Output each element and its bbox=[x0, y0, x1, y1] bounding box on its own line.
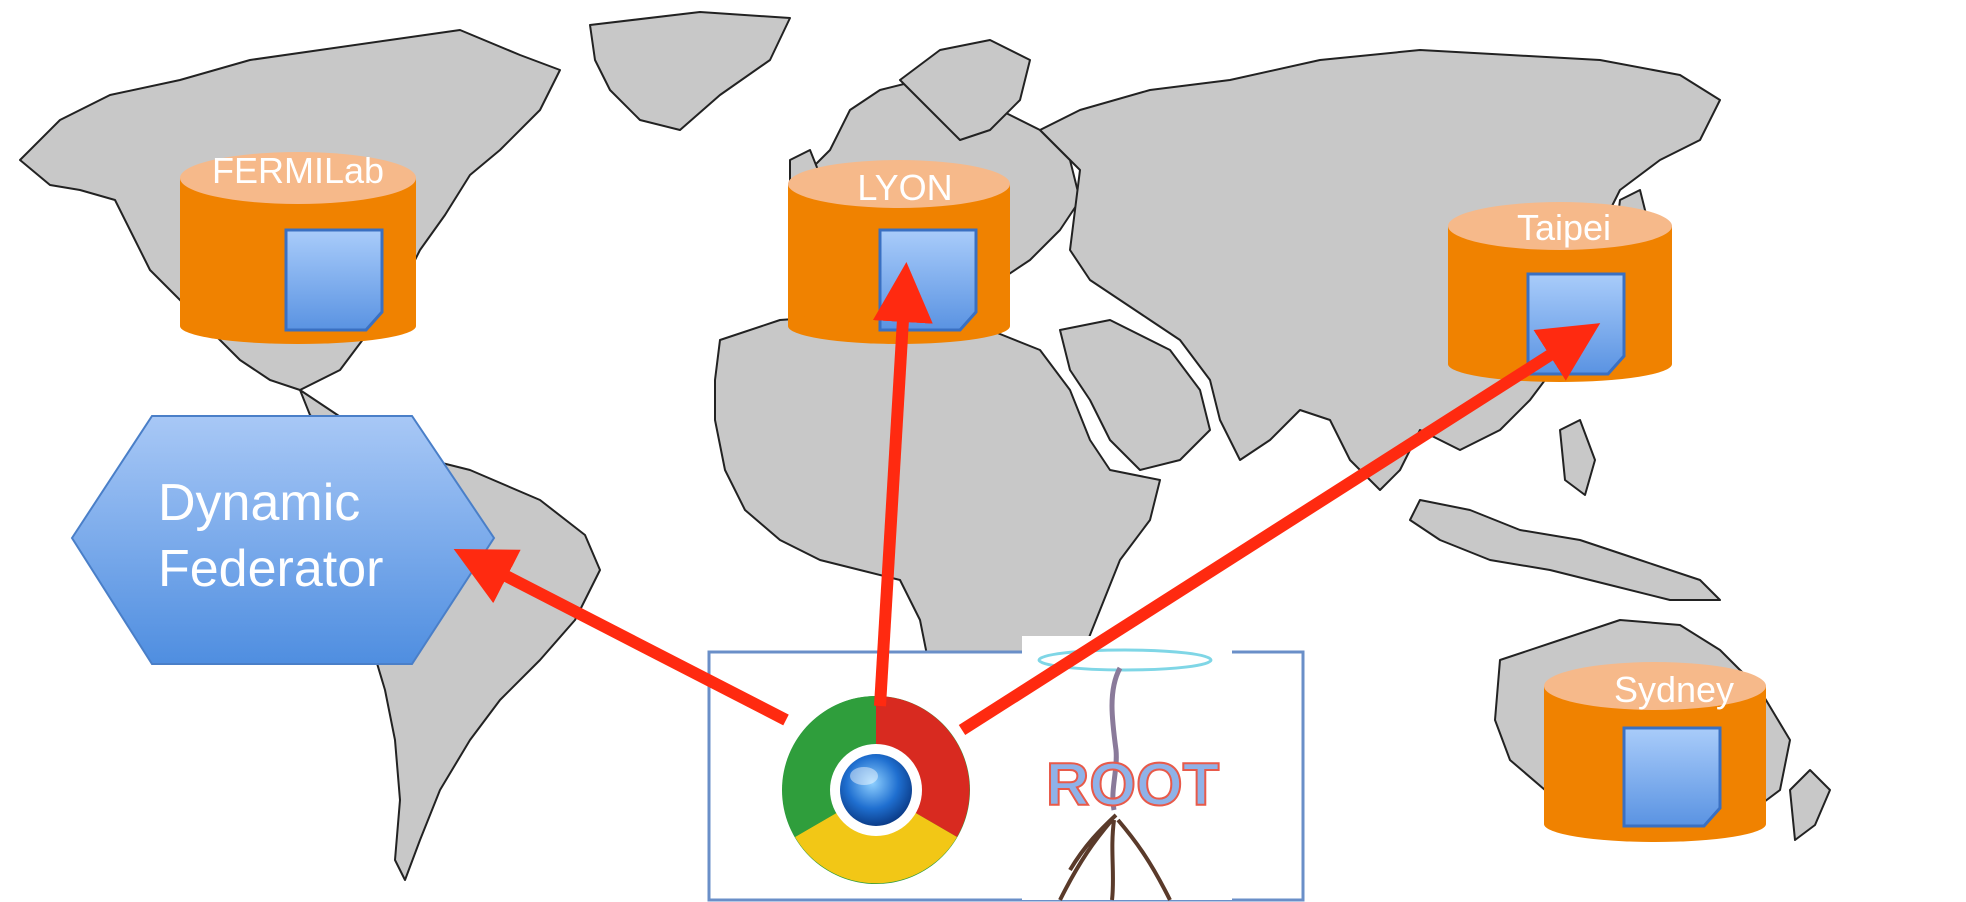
root-logo-background bbox=[1022, 636, 1232, 900]
storage-cylinder-top bbox=[788, 160, 1010, 208]
indonesia-landmass bbox=[1409, 499, 1721, 601]
storage-cylinder-top bbox=[1544, 662, 1766, 710]
arrow-to-taipei bbox=[958, 323, 1601, 736]
site-label-taipei: Taipei bbox=[1517, 207, 1611, 248]
site-taipei: Taipei bbox=[1448, 202, 1672, 382]
site-label-sydney: Sydney bbox=[1614, 669, 1734, 710]
greenland-landmass bbox=[589, 11, 791, 131]
root-logo-figure bbox=[1109, 666, 1123, 811]
federator-label-line1: Dynamic bbox=[158, 474, 360, 532]
asia-landmass bbox=[1039, 49, 1721, 491]
federator-label-line2: Federator bbox=[158, 540, 383, 598]
file-icon bbox=[1622, 726, 1722, 828]
site-label-fermilab: FERMILab bbox=[212, 150, 384, 191]
storage-cylinder-top bbox=[180, 152, 416, 204]
root-logo: ROOT bbox=[1022, 636, 1232, 901]
file-icon bbox=[878, 228, 978, 332]
client-box: ROOT bbox=[707, 636, 1305, 902]
root-logo-roots bbox=[1058, 813, 1172, 901]
federator-hexagon bbox=[70, 415, 496, 665]
root-logo-halo bbox=[1037, 648, 1213, 672]
arabia-landmass bbox=[1059, 319, 1211, 471]
site-label-lyon: LYON bbox=[857, 167, 952, 208]
chrome-browser-icon bbox=[782, 696, 970, 884]
storage-cylinder-top bbox=[1448, 202, 1672, 250]
site-fermilab: FERMILab bbox=[180, 150, 416, 344]
arrow-to-federator bbox=[453, 549, 789, 726]
root-label: ROOT bbox=[1046, 751, 1219, 818]
scandinavia-landmass bbox=[899, 39, 1031, 141]
new-zealand-landmass bbox=[1789, 769, 1831, 841]
arrow-to-lyon bbox=[872, 262, 933, 707]
file-icon bbox=[284, 228, 384, 332]
dynamic-federator: Dynamic Federator bbox=[70, 415, 496, 665]
access-arrows bbox=[453, 262, 1601, 736]
site-sydney: Sydney bbox=[1544, 662, 1766, 842]
philippines-landmass bbox=[1559, 419, 1596, 496]
